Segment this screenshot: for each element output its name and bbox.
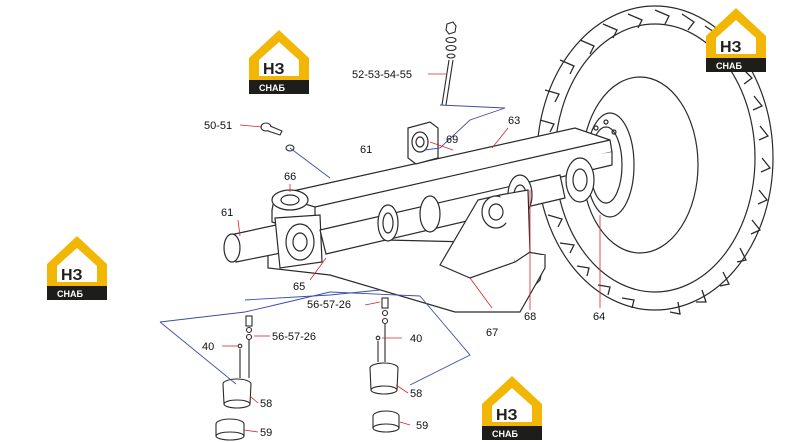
- label-59-left: 59: [260, 427, 272, 439]
- label-59-right: 59: [416, 420, 428, 432]
- label-66: 66: [284, 171, 296, 183]
- label-68: 68: [524, 311, 536, 323]
- logo-mid-left: НЗ СНАБ: [47, 236, 107, 300]
- bolt-52-55: [441, 21, 457, 106]
- label-65: 65: [293, 281, 305, 293]
- label-52-53-54-55: 52-53-54-55: [352, 69, 412, 81]
- center-bracket: [439, 189, 531, 279]
- label-40-right: 40: [410, 333, 422, 345]
- label-50-51: 50-51: [204, 120, 232, 132]
- label-40-left: 40: [202, 341, 214, 353]
- svg-text:НЗ: НЗ: [720, 39, 742, 56]
- label-61-top: 61: [360, 144, 372, 156]
- svg-text:НЗ: НЗ: [61, 267, 83, 284]
- pivot-bracket: [407, 121, 439, 165]
- label-64: 64: [593, 311, 605, 323]
- label-56-57-26-left: 56-57-26: [272, 331, 316, 343]
- assembly-outline: [159, 104, 506, 386]
- label-69: 69: [446, 134, 458, 146]
- callout-labels: 52-53-54-55 50-51 63 69 61 66 61 65 56-5…: [202, 69, 605, 439]
- svg-text:СНАБ: СНАБ: [492, 429, 518, 439]
- logo-bottom: НЗ СНАБ: [482, 376, 542, 440]
- svg-text:НЗ: НЗ: [496, 407, 518, 424]
- svg-text:СНАБ: СНАБ: [57, 289, 83, 299]
- leader-lines: [222, 73, 601, 433]
- pin-assembly-left: [215, 315, 253, 441]
- label-56-57-26-right: 56-57-26: [307, 299, 351, 311]
- label-61-left: 61: [221, 207, 233, 219]
- label-67: 67: [486, 327, 498, 339]
- label-58-right: 58: [410, 388, 422, 400]
- pin-assembly-right: [369, 297, 400, 433]
- label-63: 63: [508, 115, 520, 127]
- front-spindle: [223, 189, 323, 269]
- bolt-50-51: [260, 122, 295, 152]
- svg-text:НЗ: НЗ: [263, 61, 285, 78]
- svg-text:СНАБ: СНАБ: [716, 61, 742, 71]
- logo-top-left: НЗ СНАБ: [249, 30, 309, 94]
- svg-text:СНАБ: СНАБ: [259, 83, 285, 93]
- label-58-left: 58: [260, 398, 272, 410]
- main-beam: [271, 127, 613, 236]
- logo-top-right: НЗ СНАБ: [706, 8, 766, 72]
